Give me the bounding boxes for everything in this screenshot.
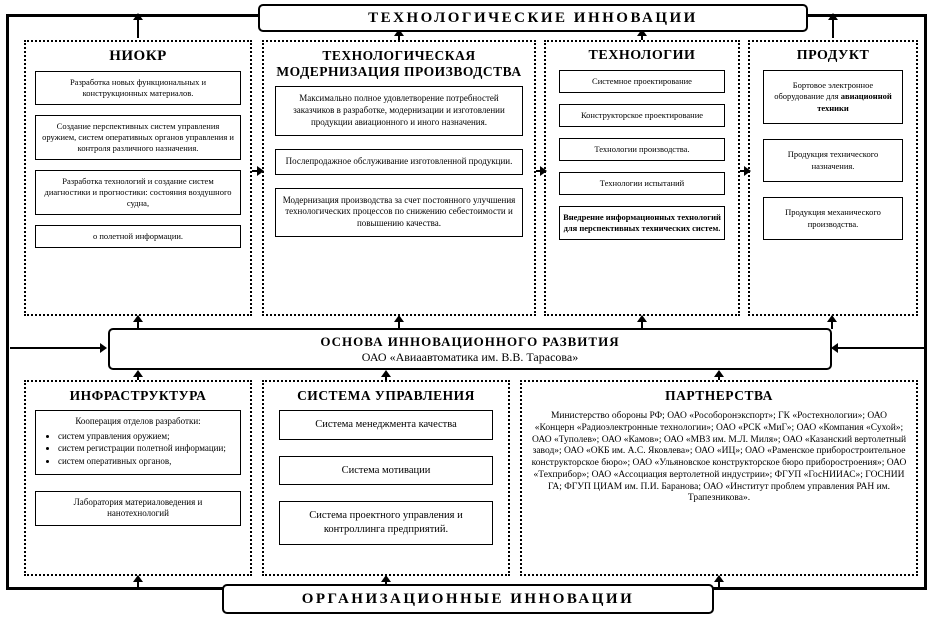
middle-banner-org: ОАО «Авиаавтоматика им. В.В. Тарасова» (361, 349, 579, 364)
middle-banner-title: ОСНОВА ИННОВАЦИОННОГО РАЗВИТИЯ (320, 333, 620, 349)
infrastructure-coop-item: систем оперативных органов, (58, 456, 234, 468)
bottom-banner: ОРГАНИЗАЦИОННЫЕ ИННОВАЦИИ (222, 584, 714, 614)
management-title: СИСТЕМА УПРАВЛЕНИЯ (297, 388, 475, 403)
niokr-item: Разработка технологий и создание систем … (35, 170, 241, 216)
infrastructure-title: ИНФРАСТРУКТУРА (69, 388, 207, 403)
partnerships-text: Министерство обороны РФ; ОАО «Рособоронэ… (531, 411, 907, 504)
niokr-column: НИОКР Разработка новых функциональных и … (24, 40, 252, 316)
infrastructure-coop-item: систем регистрации полетной информации; (58, 443, 234, 455)
up-arrow-icon (637, 29, 647, 40)
up-arrow-icon (637, 315, 647, 329)
management-item: Система мотивации (279, 455, 493, 486)
left-arrow-icon (831, 343, 924, 353)
modernization-column: ТЕХНОЛОГИЧЕСКАЯ МОДЕРНИЗАЦИЯ ПРОИЗВОДСТВ… (262, 40, 536, 316)
product-item: Бортовое электронное оборудование для ав… (763, 70, 903, 125)
infrastructure-lab-box: Лаборатория материаловедения и нанотехно… (35, 490, 241, 527)
infrastructure-column: ИНФРАСТРУКТУРА Кооперация отделов разраб… (24, 380, 252, 576)
product-item-bold-text: авиационной техники (817, 91, 892, 113)
technologies-item: Внедрение информационных технологий для … (559, 206, 725, 241)
product-item-text: Бортовое электронное оборудование для (774, 80, 874, 102)
niokr-item: Разработка новых функциональных и констр… (35, 71, 241, 106)
modernization-item: Модернизация производства за счет постоя… (275, 187, 523, 238)
modernization-item: Максимально полное удовлетворение потреб… (275, 86, 523, 136)
technologies-item: Конструкторское проектирование (559, 104, 725, 128)
right-arrow-icon (536, 166, 547, 176)
partnerships-column: ПАРТНЕРСТВА Министерство обороны РФ; ОАО… (520, 380, 918, 576)
infrastructure-coop-box: Кооперация отделов разработки: систем уп… (35, 410, 241, 475)
up-arrow-icon (133, 315, 143, 329)
bottom-banner-label: ОРГАНИЗАЦИОННЫЕ ИННОВАЦИИ (301, 590, 635, 607)
middle-banner: ОСНОВА ИННОВАЦИОННОГО РАЗВИТИЯ ОАО «Авиа… (108, 328, 832, 370)
modernization-item: Послепродажное обслуживание изготовленно… (275, 148, 523, 175)
niokr-item: о полетной информации. (35, 225, 241, 249)
up-arrow-icon (133, 370, 143, 380)
top-banner: ТЕХНОЛОГИЧЕСКИЕ ИННОВАЦИИ (258, 4, 808, 32)
management-item: Система менеджмента качества (279, 410, 493, 440)
technologies-item: Системное проектирование (559, 70, 725, 94)
right-arrow-icon (252, 166, 264, 176)
management-column: СИСТЕМА УПРАВЛЕНИЯ Система менеджмента к… (262, 380, 510, 576)
product-item: Продукция технического назначения. (763, 139, 903, 183)
up-arrow-icon (394, 29, 404, 40)
technologies-item: Технологии производства. (559, 138, 725, 162)
technologies-column: ТЕХНОЛОГИИ Системное проектирование Конс… (544, 40, 740, 316)
niokr-item: Создание перспективных систем управления… (35, 115, 241, 161)
modernization-title: ТЕХНОЛОГИЧЕСКАЯ МОДЕРНИЗАЦИЯ ПРОИЗВОДСТВ… (276, 48, 522, 79)
management-item: Система проектного управления и контролл… (279, 501, 493, 545)
infrastructure-coop-item: систем управления оружием; (58, 431, 234, 443)
technologies-item: Технологии испытаний (559, 172, 725, 196)
infrastructure-coop-list: систем управления оружием; систем регист… (42, 431, 234, 468)
up-arrow-icon (381, 370, 391, 380)
product-column: ПРОДУКТ Бортовое электронное оборудовани… (748, 40, 918, 316)
product-title: ПРОДУКТ (796, 48, 870, 63)
up-arrow-icon (133, 13, 143, 38)
up-arrow-icon (827, 315, 837, 329)
up-arrow-icon (714, 575, 724, 590)
up-arrow-icon (394, 315, 404, 329)
top-banner-label: ТЕХНОЛОГИЧЕСКИЕ ИННОВАЦИИ (368, 9, 698, 26)
up-arrow-icon (714, 370, 724, 380)
up-arrow-icon (828, 13, 838, 38)
niokr-title: НИОКР (109, 48, 167, 64)
right-arrow-icon (10, 343, 107, 353)
infrastructure-coop-header: Кооперация отделов разработки: (75, 416, 201, 426)
technologies-title: ТЕХНОЛОГИИ (588, 48, 696, 63)
partnerships-title: ПАРТНЕРСТВА (665, 388, 773, 403)
product-item: Продукция механического производства. (763, 197, 903, 241)
up-arrow-icon (133, 575, 143, 590)
right-arrow-icon (740, 166, 751, 176)
